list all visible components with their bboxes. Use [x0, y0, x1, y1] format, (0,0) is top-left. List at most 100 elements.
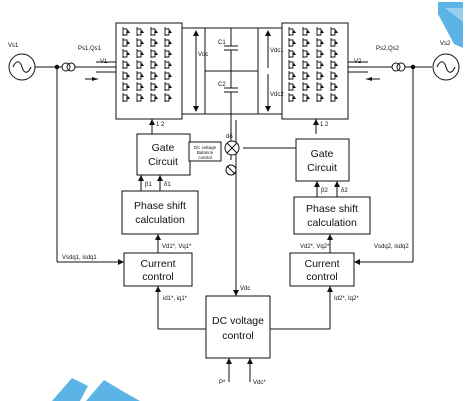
switch-cell	[288, 71, 296, 80]
label-vdc: Vdc	[198, 52, 208, 58]
switch-cell	[164, 93, 172, 102]
switch-cell	[302, 49, 310, 58]
arrowheads	[92, 30, 372, 364]
label-iref1: id1*, iq1*	[163, 296, 188, 302]
label-vdc-meas: Vdc	[240, 286, 250, 292]
switch-cell	[122, 49, 130, 58]
label-delta2: δ2	[341, 188, 348, 194]
switch-cell	[330, 38, 338, 47]
label-ps2: Ps2,Qs2	[376, 46, 400, 52]
switch-cell	[122, 71, 130, 80]
watermark-decoration	[52, 2, 463, 401]
label-vs1: Vs1	[8, 43, 19, 49]
switch-cell	[122, 38, 130, 47]
switch-cell	[122, 93, 130, 102]
switch-cell	[330, 27, 338, 36]
switch-cell	[150, 49, 158, 58]
switch-cell	[288, 49, 296, 58]
switch-cell	[150, 60, 158, 69]
switch-cell	[150, 27, 158, 36]
label-meas1: Vsdq1, isdq1	[62, 255, 97, 261]
label-ps1: Ps1,Qs1	[78, 46, 102, 52]
switch-cell	[136, 38, 144, 47]
switch-cell	[316, 38, 324, 47]
summing-junction	[224, 140, 240, 176]
converter-2-switches	[288, 27, 338, 102]
label-vdc-ref: Vdc*	[253, 380, 266, 386]
dc-voltage-control-line2: control	[222, 330, 254, 342]
gate-circuit-left-line1: Gate	[152, 142, 175, 154]
switch-cell	[316, 60, 324, 69]
current-control-left-line2: control	[142, 271, 174, 283]
label-vdc2: Vdc2	[270, 92, 284, 98]
label-p-ref: P*	[219, 380, 226, 386]
switch-cell	[330, 71, 338, 80]
switch-cell	[150, 71, 158, 80]
balance-control-line3: control	[198, 155, 212, 160]
switch-cell	[330, 60, 338, 69]
switch-cell	[302, 93, 310, 102]
dc-voltage-control-line1: DC voltage	[212, 315, 264, 327]
switch-cell	[302, 71, 310, 80]
current-control-right-line1: Current	[304, 258, 339, 270]
switch-cell	[136, 71, 144, 80]
phase-shift-left-line1: Phase shift	[134, 200, 186, 212]
switch-cell	[302, 60, 310, 69]
phase-shift-right-line1: Phase shift	[306, 203, 358, 215]
label-vref1: Vd1*, Vq1*	[162, 244, 192, 250]
switch-cell	[164, 38, 172, 47]
switch-cell	[302, 82, 310, 91]
label-vdc1: Vdc1	[270, 48, 284, 54]
switch-cell	[122, 27, 130, 36]
switch-cell	[302, 27, 310, 36]
switch-cell	[150, 38, 158, 47]
switch-cell	[122, 82, 130, 91]
balance-control-line1: DC voltage	[194, 145, 217, 150]
switch-cell	[330, 82, 338, 91]
label-gate-signal-2: 1 2	[320, 122, 329, 128]
current-control-left-line1: Current	[140, 258, 175, 270]
label-v1: V1	[100, 59, 108, 65]
switch-cell	[164, 27, 172, 36]
gate-circuit-right-line1: Gate	[311, 148, 334, 160]
label-balance-signal: dδ	[226, 134, 233, 140]
switch-cell	[136, 93, 144, 102]
label-beta2: β2	[321, 188, 328, 194]
label-vs2: Vs2	[440, 41, 451, 47]
switch-cell	[302, 38, 310, 47]
switch-cell	[316, 82, 324, 91]
balance-control-line2: Balance	[197, 150, 214, 155]
label-v2: V2	[354, 59, 362, 65]
switch-cell	[330, 49, 338, 58]
switch-cell	[288, 82, 296, 91]
switch-cell	[288, 27, 296, 36]
label-vref2: Vd2*, Vq2*	[300, 244, 330, 250]
label-gate-signal-1: 1 2	[156, 122, 165, 128]
block-frames	[121, 133, 371, 359]
switch-cell	[136, 82, 144, 91]
label-beta1: β1	[145, 182, 152, 188]
switch-cell	[288, 93, 296, 102]
label-c2: C2	[218, 82, 226, 88]
switch-cell	[136, 49, 144, 58]
switch-cell	[330, 93, 338, 102]
switch-cell	[164, 82, 172, 91]
switch-cell	[316, 71, 324, 80]
switch-cell	[316, 27, 324, 36]
switch-cell	[164, 60, 172, 69]
current-control-right-line2: control	[306, 271, 338, 283]
switch-cell	[150, 93, 158, 102]
switch-cell	[316, 49, 324, 58]
switch-cell	[164, 49, 172, 58]
gate-circuit-right-line2: Circuit	[307, 162, 337, 174]
label-delta1: δ1	[164, 182, 171, 188]
gate-circuit-left-line2: Circuit	[148, 156, 178, 168]
switch-cell	[150, 82, 158, 91]
switch-cell	[288, 38, 296, 47]
switch-cell	[164, 71, 172, 80]
switch-cell	[122, 60, 130, 69]
switch-cell	[316, 93, 324, 102]
phase-shift-left-line2: calculation	[135, 214, 185, 226]
label-iref2: Id2*, Iq2*	[334, 296, 359, 302]
